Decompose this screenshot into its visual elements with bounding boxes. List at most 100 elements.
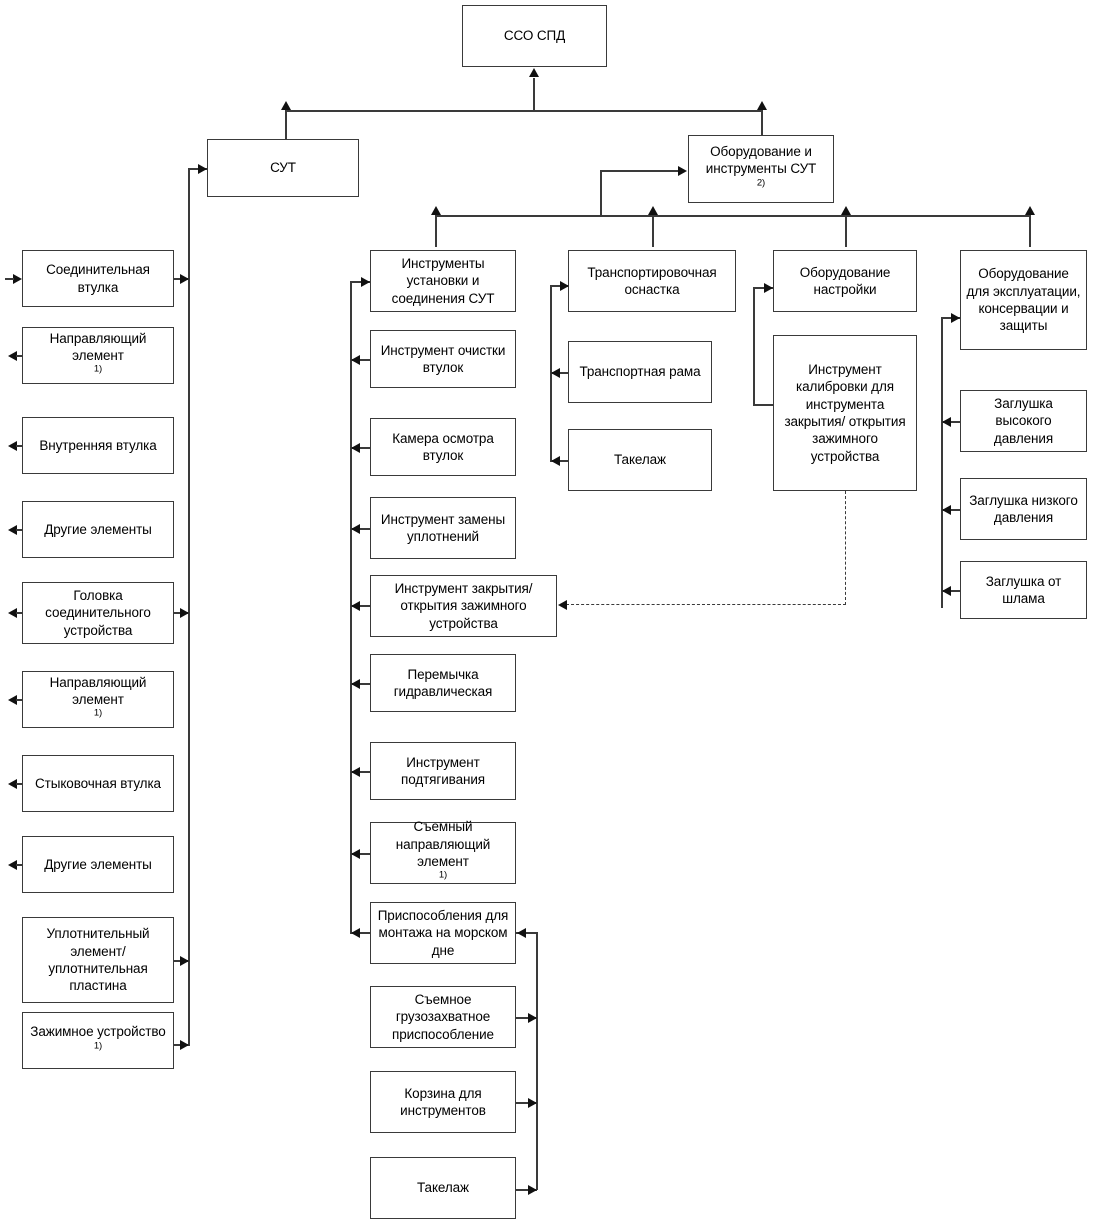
- node-operation-2-label: Заглушка низкого давления: [969, 492, 1078, 525]
- connector-install-6: [350, 771, 370, 773]
- arrowhead-install-2: [351, 443, 360, 453]
- connector-install-header-h: [350, 281, 370, 283]
- arrowhead-install-header: [361, 277, 370, 287]
- node-install-4-label: Инструмент закрытия/открытия зажимного у…: [394, 581, 533, 631]
- node-install-1[interactable]: Инструмент очистки втулок: [370, 330, 516, 388]
- arrowhead-left-spine-into-sut: [198, 164, 207, 174]
- node-sso-spd[interactable]: ССО СПД: [462, 5, 607, 67]
- footnote-marker-1a: 1): [93, 363, 103, 375]
- arrowhead-into-sut: [281, 101, 291, 110]
- connector-left-out-2: [16, 355, 23, 357]
- arrowhead-left-out-8: [8, 860, 17, 870]
- node-install-2-label: Камера осмотра втулок: [392, 430, 494, 463]
- node-left-3[interactable]: Внутренняя втулка: [22, 417, 174, 474]
- node-left-6-label: Направляющий элемент: [49, 674, 147, 707]
- arrowhead-left-out-2: [8, 351, 17, 361]
- connector-seabed-10: [516, 1102, 537, 1104]
- connector-left-out-5: [16, 612, 23, 614]
- node-left-4[interactable]: Другие элементы: [22, 501, 174, 558]
- connector-left-out-7: [16, 783, 23, 785]
- node-install-11[interactable]: Такелаж: [370, 1157, 516, 1219]
- node-left-9[interactable]: Уплотнительный элемент/ уплотнительная п…: [22, 917, 174, 1003]
- arrowhead-transport-header: [560, 281, 569, 291]
- connector-operation-1: [941, 421, 961, 423]
- node-install-6-label: Инструмент подтягивания: [401, 754, 485, 787]
- node-install-7-label: Съемный направляющий элемент: [395, 819, 491, 869]
- node-install-4[interactable]: Инструмент закрытия/открытия зажимного у…: [370, 575, 557, 637]
- node-equipment-tools-sut-label: Оборудование и инструменты СУТ: [705, 144, 817, 177]
- node-left-1[interactable]: Соединительная втулка: [22, 250, 174, 307]
- connector-dashed-h: [566, 604, 846, 605]
- node-install-5[interactable]: Перемычка гидравлическая: [370, 654, 516, 712]
- arrowhead-operation-3: [942, 586, 951, 596]
- connector-bus-to-equip: [761, 110, 763, 137]
- footnote-marker-1d: 1): [438, 869, 448, 881]
- node-left-10-label: Зажимное устройство: [30, 1024, 166, 1040]
- arrowhead-operation-header: [951, 313, 960, 323]
- arrowhead-left-5-spine: [180, 608, 189, 618]
- connector-operation-spine: [941, 317, 943, 608]
- connector-left-out-3: [16, 445, 23, 447]
- node-install-6[interactable]: Инструмент подтягивания: [370, 742, 516, 800]
- connector-install-5: [350, 683, 370, 685]
- arrowhead-into-equip-left: [678, 166, 687, 176]
- node-install-3[interactable]: Инструмент замены уплотнений: [370, 497, 516, 559]
- node-setup-1[interactable]: Инструмент калибровки для инструмента за…: [773, 335, 917, 491]
- node-install-header[interactable]: Инструменты установки и соединения СУТ: [370, 250, 516, 312]
- connector-level2-stem-c1: [435, 215, 437, 247]
- node-install-2[interactable]: Камера осмотра втулок: [370, 418, 516, 476]
- connector-lowerbus-to-equip-v: [600, 170, 602, 216]
- connector-lowerbus-to-equip-h: [600, 170, 678, 172]
- arrowhead-operation-2: [942, 505, 951, 515]
- node-left-5[interactable]: Головка соединительного устройства: [22, 582, 174, 644]
- arrowhead-col-setup: [841, 206, 851, 215]
- connector-seabed-subspine: [536, 932, 538, 1190]
- node-left-8[interactable]: Другие элементы: [22, 836, 174, 893]
- connector-setup-1: [753, 404, 774, 406]
- node-operation-1[interactable]: Заглушка высокого давления: [960, 390, 1087, 452]
- connector-install-7: [350, 853, 370, 855]
- node-sut[interactable]: СУТ: [207, 139, 359, 197]
- arrowhead-seabed-10: [528, 1098, 537, 1108]
- node-operation-header[interactable]: Оборудование для эксплуатации, консервац…: [960, 250, 1087, 350]
- connector-transport-header-h: [550, 285, 569, 287]
- node-left-7[interactable]: Стыковочная втулка: [22, 755, 174, 812]
- node-transport-2[interactable]: Такелаж: [568, 429, 712, 491]
- node-transport-1-label: Транспортная рама: [579, 364, 701, 380]
- arrowhead-install-6: [351, 767, 360, 777]
- connector-install-1: [350, 359, 370, 361]
- node-transport-header[interactable]: Транспортировочная оснастка: [568, 250, 736, 312]
- node-left-3-label: Внутренняя втулка: [39, 437, 157, 453]
- node-left-9-label: Уплотнительный элемент/ уплотнительная п…: [46, 926, 150, 994]
- node-setup-header[interactable]: Оборудование настройки: [773, 250, 917, 312]
- connector-bus-to-sut: [285, 110, 287, 140]
- arrowhead-install-5: [351, 679, 360, 689]
- connector-level2-stem-c4: [1029, 215, 1031, 247]
- arrowhead-left-out-5: [8, 608, 17, 618]
- node-setup-header-label: Оборудование настройки: [799, 264, 891, 297]
- node-left-8-label: Другие элементы: [44, 856, 152, 872]
- node-operation-2[interactable]: Заглушка низкого давления: [960, 478, 1087, 540]
- node-operation-3[interactable]: Заглушка от шлама: [960, 561, 1087, 619]
- node-transport-1[interactable]: Транспортная рама: [568, 341, 712, 403]
- arrowhead-transport-1: [551, 368, 560, 378]
- arrowhead-into-root: [529, 68, 539, 77]
- arrowhead-left-1-spine: [180, 274, 189, 284]
- node-install-8[interactable]: Приспособления для монтажа на морском дн…: [370, 902, 516, 964]
- node-install-9[interactable]: Съемное грузозахватное приспособление: [370, 986, 516, 1048]
- node-operation-1-label: Заглушка высокого давления: [993, 396, 1054, 446]
- connector-left-spine-top: [188, 168, 207, 170]
- node-left-4-label: Другие элементы: [44, 521, 152, 537]
- connector-seabed-9: [516, 1017, 537, 1019]
- node-setup-1-label: Инструмент калибровки для инструмента за…: [784, 362, 906, 464]
- arrowhead-col-operation: [1025, 206, 1035, 215]
- arrowhead-col-transport: [648, 206, 658, 215]
- arrowhead-seabed-9: [528, 1013, 537, 1023]
- node-install-10[interactable]: Корзина для инструментов: [370, 1071, 516, 1133]
- connector-setup-header-h: [753, 287, 773, 289]
